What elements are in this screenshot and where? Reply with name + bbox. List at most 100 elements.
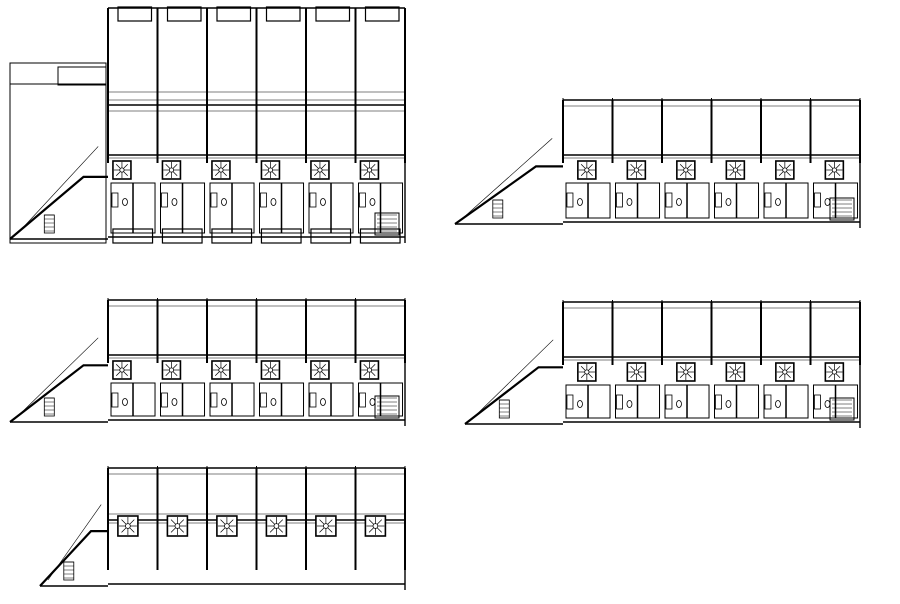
bedroom-room (834, 384, 859, 419)
toilet-icon (369, 198, 376, 206)
stair-newel (218, 367, 224, 373)
stair-symbol (364, 515, 387, 537)
stair-newel (119, 167, 125, 173)
bathroom-fixtures (210, 192, 227, 208)
bedroom-room (330, 382, 354, 417)
bathroom-room (763, 182, 787, 219)
toilet-icon (824, 400, 831, 408)
stair-symbol (725, 160, 746, 180)
stair-symbol (260, 160, 281, 180)
bathtub (665, 192, 673, 208)
toilet-icon (320, 198, 326, 206)
bathroom-room (358, 382, 382, 417)
bathroom-room (308, 182, 332, 234)
stair-newel (125, 523, 131, 529)
stair-symbol (265, 515, 288, 537)
toilet-icon (577, 198, 583, 206)
bathtub (359, 392, 366, 408)
toilet-icon (725, 198, 732, 206)
stair-symbol (359, 360, 380, 380)
bathroom-fixtures (260, 192, 277, 208)
bedroom-room (231, 382, 255, 417)
bedroom-room (587, 384, 611, 419)
bathroom-fixtures (210, 392, 227, 408)
stair-newel (831, 167, 837, 173)
entrance-stair (492, 199, 504, 219)
bathtub (210, 392, 218, 408)
front-patio (211, 228, 253, 244)
stair-newel (683, 167, 689, 173)
bathtub (309, 192, 317, 208)
toilet-icon (171, 398, 178, 406)
bathroom-fixtures (359, 192, 376, 208)
bathroom-room (714, 384, 738, 419)
bathtub (566, 394, 574, 410)
bathroom-fixtures (715, 192, 732, 208)
bathroom-room (110, 182, 134, 234)
entrance-stair (43, 214, 55, 234)
bathtub (764, 394, 772, 410)
bathtub (616, 394, 623, 410)
stair-symbol (166, 515, 189, 537)
bathroom-fixtures (161, 392, 178, 408)
end-stair-core (829, 197, 855, 221)
garden-shed (315, 6, 351, 22)
bathtub (764, 192, 772, 208)
bathroom-fixtures (359, 392, 376, 408)
stair-symbol (824, 362, 845, 382)
toilet-icon (676, 400, 682, 408)
stair-newel (119, 367, 125, 373)
bathtub (814, 394, 821, 410)
bedroom-room (785, 384, 809, 419)
bathroom-fixtures (814, 394, 831, 410)
front-patio (112, 228, 154, 244)
bathtub (260, 392, 267, 408)
bathroom-fixtures (161, 192, 178, 208)
stair-newel (584, 167, 590, 173)
bathtub (715, 394, 722, 410)
stair-symbol (315, 515, 337, 537)
stair-symbol (676, 362, 696, 382)
bathroom-fixtures (566, 394, 583, 410)
plan-upper-floor-right-1 (454, 98, 861, 228)
bathroom-room (813, 182, 837, 219)
bedroom-room (132, 382, 156, 417)
bathtub (566, 192, 574, 208)
stair-symbol (577, 362, 597, 382)
neighbour-building (57, 66, 107, 86)
toilet-icon (369, 398, 376, 406)
bathtub (665, 394, 673, 410)
entrance-stair (498, 399, 510, 419)
toilet-icon (320, 398, 326, 406)
bedroom-room (231, 182, 255, 234)
stair-symbol (359, 160, 380, 180)
bathtub (715, 192, 722, 208)
stair-newel (267, 367, 274, 373)
front-patio (310, 228, 352, 244)
stair-symbol (775, 160, 795, 180)
bathroom-fixtures (764, 394, 781, 410)
stair-symbol (117, 515, 139, 537)
stair-newel (267, 167, 274, 173)
bedroom-room (330, 182, 354, 234)
toilet-icon (775, 400, 781, 408)
toilet-icon (626, 400, 633, 408)
stair-symbol (211, 360, 231, 380)
front-patio (359, 228, 401, 244)
stair-newel (366, 367, 373, 373)
bathroom-fixtures (111, 192, 128, 208)
entrance-ramp-wall (464, 366, 563, 425)
bathroom-room (259, 382, 283, 417)
toilet-icon (171, 198, 178, 206)
stair-newel (317, 167, 323, 173)
stair-symbol (216, 515, 238, 537)
end-stair-core (374, 395, 400, 419)
bedroom-room (636, 182, 661, 219)
entrance-ramp-wall (454, 165, 563, 225)
bathroom-room (308, 382, 332, 417)
bathroom-fixtures (665, 394, 682, 410)
toilet-icon (122, 398, 128, 406)
stair-newel (732, 167, 738, 173)
toilet-icon (676, 198, 682, 206)
